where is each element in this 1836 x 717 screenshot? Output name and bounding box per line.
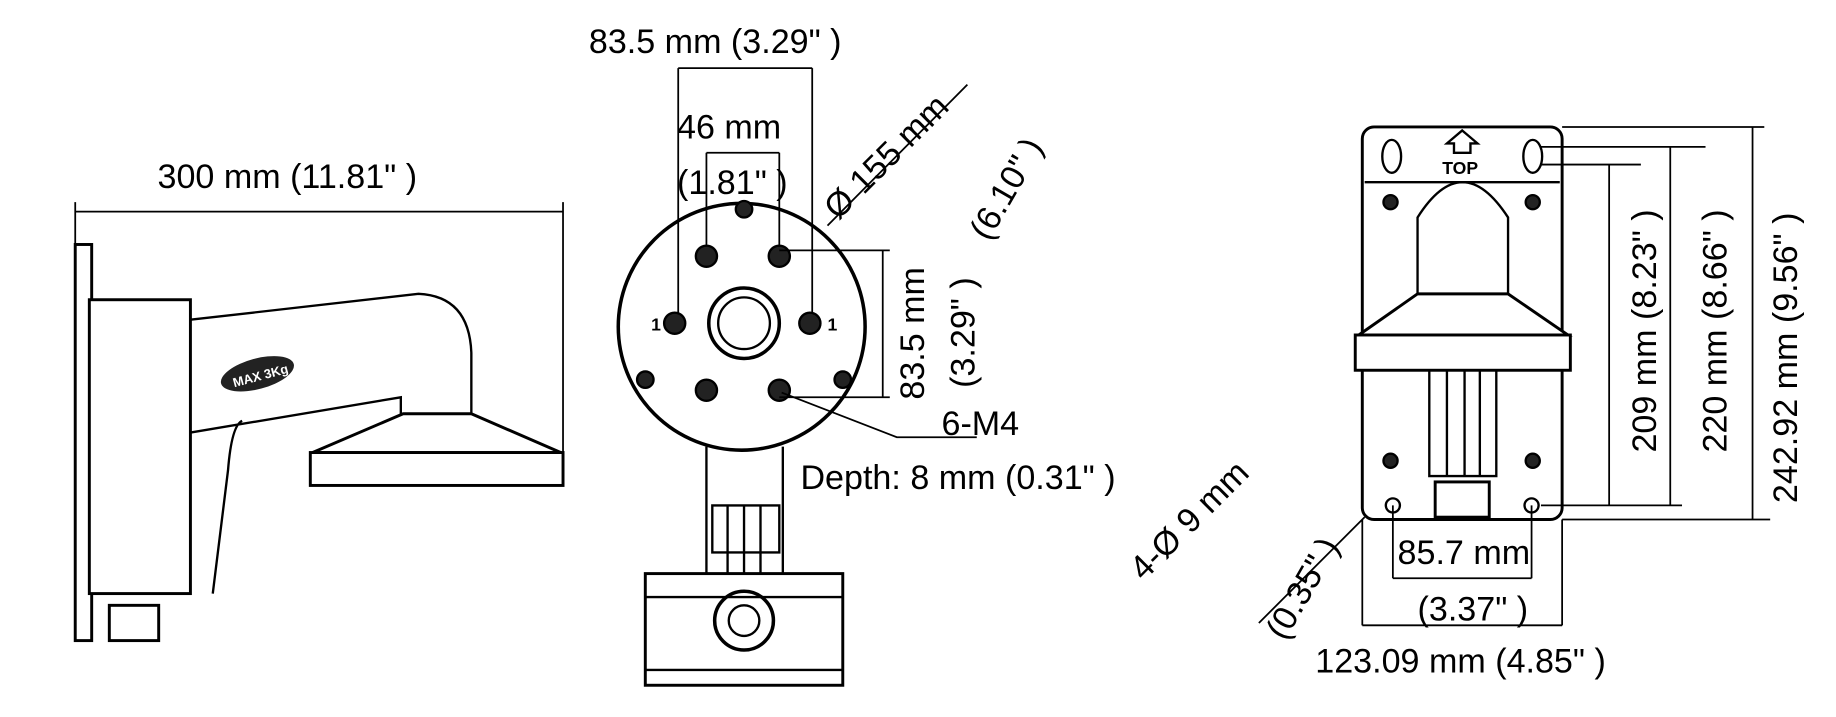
depth-label: Depth: 8 mm (0.31" ) [800,459,1115,497]
back-neck-ribs [1428,370,1498,478]
cable-entry-inner [727,604,761,638]
top-label: TOP [1442,158,1478,178]
hole-mark-right: 1 [827,314,837,334]
back-view: TOP 209 mm (8.23" ) 220 mm (8.66" ) 242.… [1122,125,1805,680]
screw-leader [781,391,977,439]
inner-spacing-mm: 46 mm [677,109,781,147]
vertical-spacing-line [779,249,890,399]
inner-spacing-line [705,151,781,257]
bracket-neck [705,446,785,576]
cable-gland [107,603,161,643]
height-209: 209 mm (8.23" ) [1626,209,1664,452]
width-dimension-lines [1258,505,1564,627]
cable-entry [712,589,776,652]
front-view: 83.5 mm (3.29" ) 46 mm (1.81" ) 1 1 Ø 15… [589,23,1116,687]
dome-adapter [312,412,562,455]
keyhole-left [1381,138,1403,174]
inner-spacing-in: (1.81" ) [677,164,788,202]
hole-diameter-mm: 4-Ø 9 mm [1122,453,1256,587]
center-hole-inner-ring [717,296,772,351]
outer-spacing-label: 83.5 mm (3.29" ) [589,23,842,61]
height-dimension-lines [1540,126,1771,521]
height-242: 242.92 mm (9.56" ) [1767,213,1805,504]
junction-box-side [87,298,192,596]
hole-spacing-mm: 85.7 mm [1398,534,1531,572]
side-width-label: 300 mm (11.81" ) [158,158,418,196]
diameter-in: (6.10" ) [963,131,1051,246]
neck-ribs [711,504,781,574]
height-220: 220 mm (8.66" ) [1697,209,1735,452]
diameter-leader [826,84,968,227]
screw-label: 6-M4 [942,405,1020,443]
back-dome-base [1353,333,1572,372]
back-screws [1382,193,1541,469]
back-cable-gland [1433,480,1491,519]
hole-spacing-in: (3.37" ) [1418,591,1529,629]
hole-mark-left: 1 [651,314,661,334]
side-view: 300 mm (11.81" ) MAX 3Kg [73,158,565,643]
junction-box-seams [645,595,843,672]
vertical-spacing-in: (3.29" ) [944,277,982,388]
max-load-badge: MAX 3Kg [220,356,294,392]
vertical-spacing-mm: 83.5 mm [894,267,932,400]
keyhole-right [1522,138,1544,174]
side-width-dimension-line [74,202,564,453]
bracket-arm [190,292,473,594]
plate-width-label: 123.09 mm (4.85" ) [1315,642,1606,680]
back-arm [1416,181,1510,294]
top-arrow-icon [1443,128,1481,154]
outer-spacing-line [677,67,814,324]
diameter-mm: Ø 155 mm [817,87,956,226]
hole-diameter-in: (0.35" ) [1259,531,1347,646]
center-cable-hole [707,286,782,361]
dome-base [308,451,565,487]
